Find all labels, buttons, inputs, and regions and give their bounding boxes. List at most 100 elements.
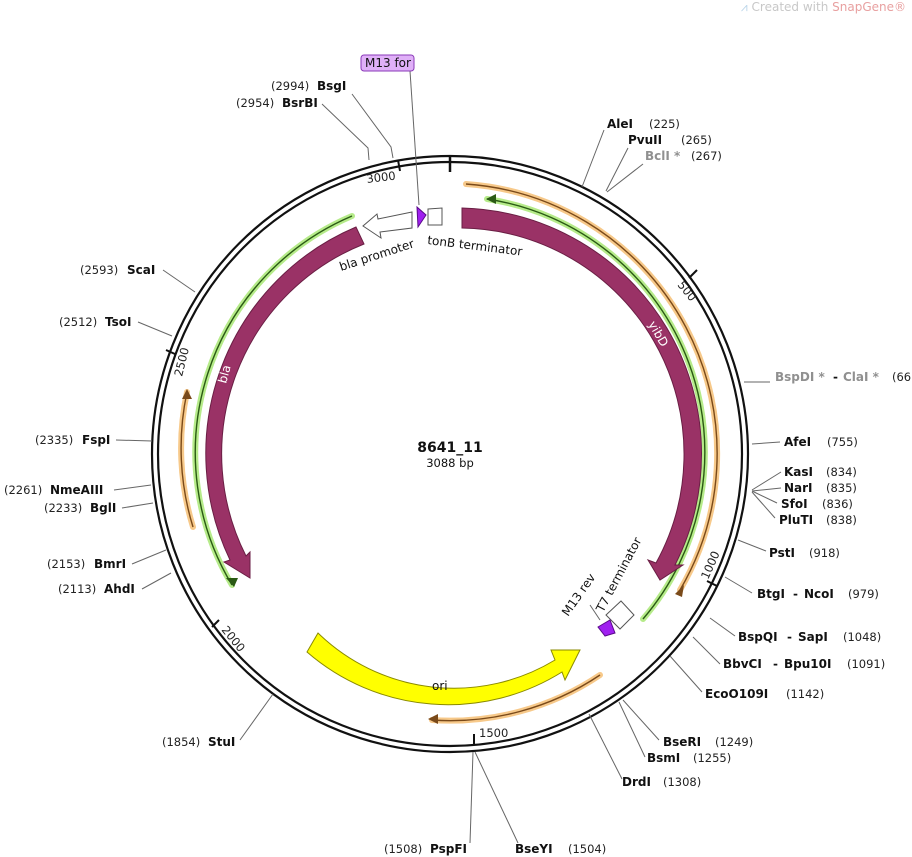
- site-PstI-pos: (918): [809, 546, 840, 560]
- m13-for-arrow: [416, 205, 427, 229]
- site-AhdI-pos: (2113): [58, 582, 96, 596]
- site-NmeAIII[interactable]: (2261) NmeAIII: [4, 483, 103, 497]
- site-BmrI-pos: (2153): [47, 557, 85, 571]
- site-EcoO109I-pos: (1142): [786, 687, 824, 701]
- site-BclI[interactable]: BclI * (267): [645, 149, 722, 163]
- site-EcoO109I-name: EcoO109I: [705, 687, 768, 701]
- site-PspFI[interactable]: (1508) PspFI: [384, 842, 467, 856]
- plasmid-name: 8641_11: [417, 440, 482, 456]
- site-PspFI-pos: (1508): [384, 842, 422, 856]
- site-PstI[interactable]: PstI (918): [769, 546, 840, 560]
- leader-AhdI: [141, 572, 172, 590]
- green-arc-left-arrow: [226, 578, 238, 587]
- site-BsmI-pos: (1255): [693, 751, 731, 765]
- site-BseYI[interactable]: BseYI (1504): [515, 842, 606, 856]
- site-AhdI[interactable]: (2113) AhdI: [58, 582, 135, 596]
- site-AhdI-name: AhdI: [104, 582, 135, 596]
- green-arc-right: [486, 198, 706, 620]
- leader-BsrBI: [321, 103, 370, 161]
- site-BbvCI-sep: -: [773, 657, 778, 671]
- site-BglI-name: BglI: [90, 501, 116, 515]
- watermark-prefix: Created with: [751, 0, 829, 14]
- leader-BbvCI: [692, 636, 721, 665]
- site-BglI[interactable]: (2233) BglI: [44, 501, 116, 515]
- site-BbvCI-Bpu10I[interactable]: BbvCI - Bpu10I (1091): [723, 657, 885, 671]
- site-BsmI[interactable]: BsmI (1255): [647, 751, 731, 765]
- leader-BtgI: [724, 576, 753, 594]
- leader-FspI: [115, 439, 153, 442]
- site-ScaI[interactable]: (2593) ScaI: [80, 263, 155, 277]
- site-SfoI[interactable]: SfoI (836): [781, 497, 853, 511]
- leader-PstI: [737, 539, 767, 552]
- site-BtgI-name: BtgI: [757, 587, 785, 601]
- site-BtgI-NcoI[interactable]: BtgI - NcoI (979): [757, 587, 879, 601]
- site-FspI[interactable]: (2335) FspI: [35, 433, 110, 447]
- site-AfeI[interactable]: AfeI (755): [784, 435, 858, 449]
- leader-AleI: [581, 129, 605, 188]
- site-DrdI[interactable]: DrdI (1308): [622, 775, 701, 789]
- site-BsgI[interactable]: (2994) BsgI: [271, 79, 346, 93]
- site-KasI-name: KasI: [784, 465, 813, 479]
- site-BsrBI-name: BsrBI: [282, 96, 318, 110]
- feature-ori[interactable]: ori: [306, 632, 581, 706]
- site-BmrI[interactable]: (2153) BmrI: [47, 557, 126, 571]
- site-BseYI-name: BseYI: [515, 842, 553, 856]
- primer-m13-for[interactable]: M13 for: [360, 54, 427, 229]
- leader-BseRI: [622, 699, 660, 741]
- site-StuI[interactable]: (1854) StuI: [162, 735, 235, 749]
- site-BspDI-name: BspDI *: [775, 370, 825, 384]
- leader-BspQI: [709, 617, 736, 637]
- site-BspQI-SapI[interactable]: BspQI - SapI (1048): [738, 630, 881, 644]
- leader-AfeI: [751, 441, 781, 445]
- leader-KasI: [751, 471, 782, 491]
- site-BbvCI-pos: (1091): [847, 657, 885, 671]
- leader-ScaI: [162, 269, 196, 293]
- site-TsoI-pos: (2512): [59, 315, 97, 329]
- site-KasI[interactable]: KasI (834): [784, 465, 857, 479]
- feature-bla[interactable]: bla: [205, 226, 365, 579]
- site-EcoO109I[interactable]: EcoO109I (1142): [705, 687, 824, 701]
- site-Bpu10I-name: Bpu10I: [784, 657, 831, 671]
- m13-for-leader: [409, 70, 420, 206]
- tonB-terminator-label: tonB terminator: [427, 233, 524, 259]
- site-BtgI-pos: (979): [848, 587, 879, 601]
- leader-NarI: [751, 487, 782, 492]
- site-BspDI-ClaI[interactable]: BspDI * - ClaI * (66: [775, 370, 911, 384]
- site-BseYI-pos: (1504): [568, 842, 606, 856]
- leader-StuI: [239, 693, 274, 741]
- site-FspI-name: FspI: [82, 433, 110, 447]
- leader-PluTI: [751, 491, 776, 519]
- site-AleI-pos: (225): [649, 117, 680, 131]
- m13-for-box: [360, 54, 415, 72]
- site-PstI-name: PstI: [769, 546, 795, 560]
- watermark-logo-icon: ⩘: [740, 0, 748, 14]
- site-BspQI-sep: -: [787, 630, 792, 644]
- site-AfeI-pos: (755): [827, 435, 858, 449]
- leader-PvuII: [605, 147, 629, 192]
- site-DrdI-pos: (1308): [663, 775, 701, 789]
- site-BsrBI[interactable]: (2954) BsrBI: [236, 96, 318, 110]
- site-BseRI[interactable]: BseRI (1249): [663, 735, 753, 749]
- site-PluTI[interactable]: PluTI (838): [779, 513, 857, 527]
- orange-arc-left-arrow: [182, 389, 192, 399]
- bla-label: bla: [215, 363, 233, 384]
- site-NarI[interactable]: NarI (835): [784, 481, 857, 495]
- watermark-brand: SnapGene®: [832, 0, 906, 14]
- ori-arrow: [306, 632, 581, 706]
- site-NcoI-name: NcoI: [804, 587, 834, 601]
- orange-arc-bottom: [431, 674, 601, 722]
- leader-BsgI: [351, 93, 394, 159]
- feature-yibD[interactable]: yibD: [461, 207, 703, 581]
- site-PvuII-pos: (265): [681, 133, 712, 147]
- site-NarI-name: NarI: [784, 481, 813, 495]
- site-TsoI[interactable]: (2512) TsoI: [59, 315, 131, 329]
- primer-arcs: [178, 181, 721, 724]
- green-arc-left: [194, 215, 353, 586]
- leader-PspFI: [469, 751, 474, 844]
- site-leaders: [113, 93, 782, 844]
- tick-label-500: 500: [675, 278, 700, 304]
- site-AleI[interactable]: AleI (225): [607, 117, 680, 131]
- leader-DrdI: [588, 713, 623, 780]
- site-PvuII[interactable]: PvuII (265): [628, 133, 712, 147]
- feature-t7-terminator[interactable]: T7 terminator: [593, 535, 645, 630]
